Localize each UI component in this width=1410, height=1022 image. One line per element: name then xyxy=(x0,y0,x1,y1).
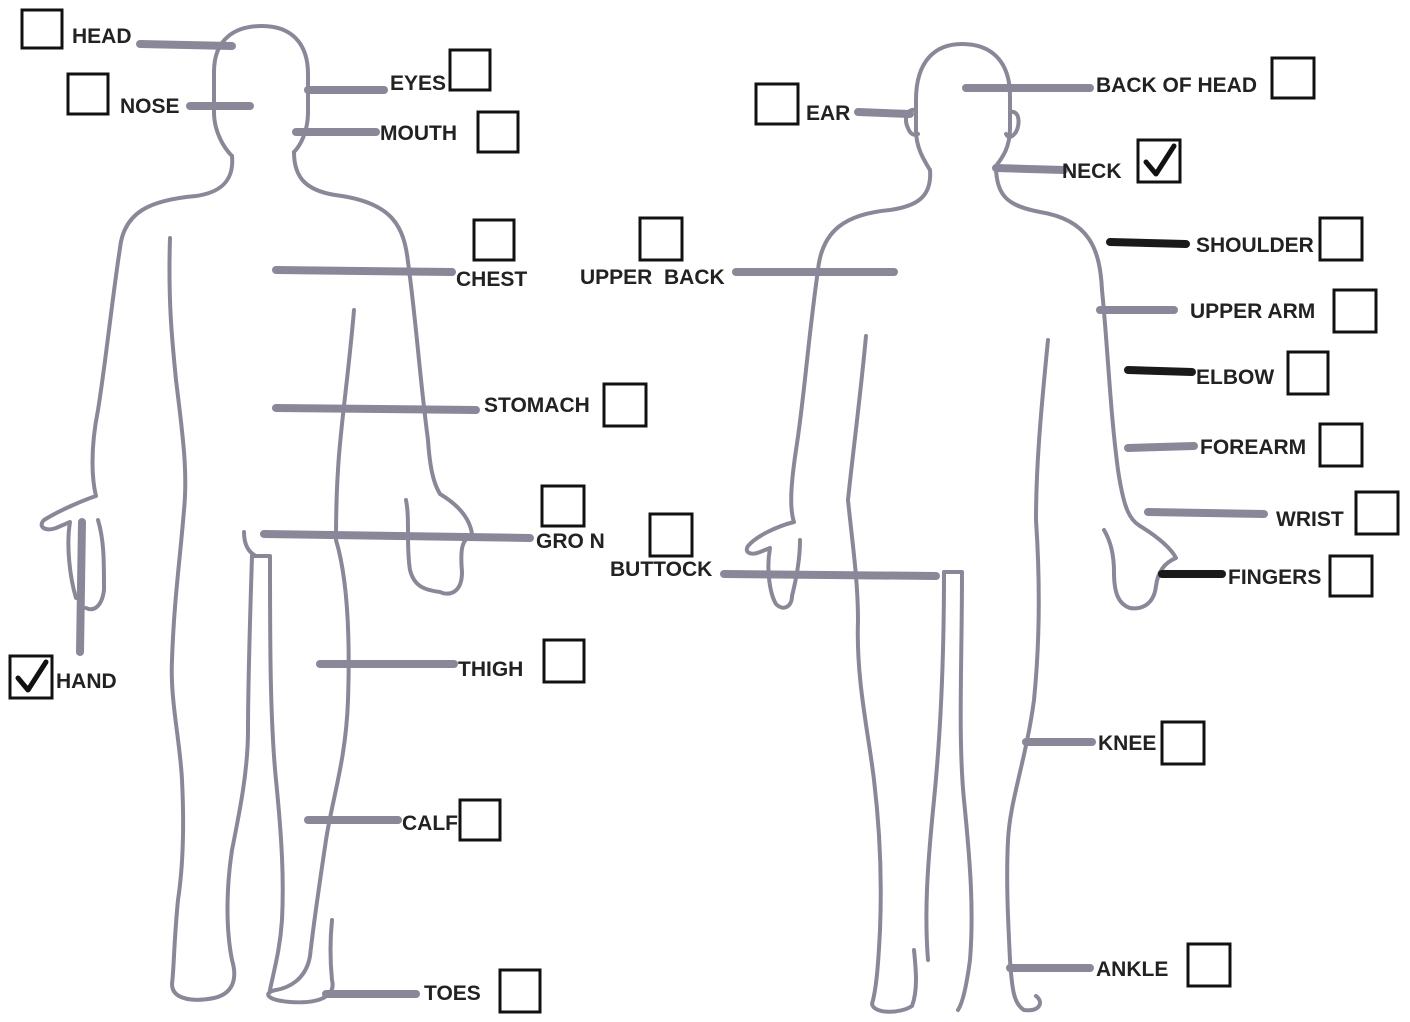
upper-back-checkbox[interactable] xyxy=(638,216,684,262)
fingers-checkbox[interactable] xyxy=(1328,554,1374,598)
shoulder-checkbox[interactable] xyxy=(1318,216,1364,262)
toes-checkbox[interactable] xyxy=(498,968,542,1014)
groin-label: GRO N xyxy=(536,530,605,553)
thigh-checkbox[interactable] xyxy=(542,638,586,684)
groin-checkbox[interactable] xyxy=(540,484,586,528)
wrist-checkbox[interactable] xyxy=(1354,490,1400,536)
head-leader xyxy=(136,40,236,50)
buttock-label: BUTTOCK xyxy=(610,558,712,581)
shoulder-leader xyxy=(1106,238,1190,248)
elbow-checkbox[interactable] xyxy=(1286,350,1330,396)
mouth-label: MOUTH xyxy=(380,122,457,145)
wrist-label: WRIST xyxy=(1276,508,1344,531)
upper-arm-checkbox[interactable] xyxy=(1332,288,1378,334)
forearm-leader xyxy=(1124,442,1198,452)
neck-leader xyxy=(992,164,1068,174)
back-body-outline xyxy=(744,42,1178,1014)
leader-lines xyxy=(76,40,1268,998)
hand-checkmark xyxy=(15,659,49,693)
chest-checkbox[interactable] xyxy=(472,218,516,262)
toes-label: TOES xyxy=(424,982,481,1005)
eyes-checkbox[interactable] xyxy=(448,48,492,92)
neck-checkmark xyxy=(1143,143,1177,177)
ear-label: EAR xyxy=(806,102,850,125)
elbow-label: ELBOW xyxy=(1196,366,1274,389)
forearm-checkbox[interactable] xyxy=(1318,422,1364,468)
hand-label: HAND xyxy=(56,670,117,693)
knee-label: KNEE xyxy=(1098,732,1156,755)
chest-leader xyxy=(272,266,456,276)
calf-label: CALF xyxy=(402,812,458,835)
nose-label: NOSE xyxy=(120,95,180,118)
ankle-label: ANKLE xyxy=(1096,958,1168,981)
stomach-checkbox[interactable] xyxy=(602,382,648,428)
front-body-outline xyxy=(39,24,474,1005)
wrist-leader xyxy=(1144,508,1268,518)
ear-checkbox[interactable] xyxy=(754,82,800,126)
front-labels: HEAD NOSE EYES MOUTH CHEST STOMACH GRO N… xyxy=(8,8,648,1014)
back-of-head-label: BACK OF HEAD xyxy=(1096,74,1257,97)
head-checkbox[interactable] xyxy=(20,8,64,50)
upper-back-label: UPPER BACK xyxy=(580,266,725,289)
knee-checkbox[interactable] xyxy=(1160,720,1206,766)
elbow-leader xyxy=(1124,366,1196,376)
forearm-label: FOREARM xyxy=(1200,436,1306,459)
fingers-label: FINGERS xyxy=(1228,566,1321,589)
stomach-label: STOMACH xyxy=(484,394,590,417)
buttock-leader xyxy=(720,570,940,580)
thigh-label: THIGH xyxy=(458,658,523,681)
stomach-leader xyxy=(272,404,480,414)
shoulder-label: SHOULDER xyxy=(1196,234,1314,257)
back-of-head-checkbox[interactable] xyxy=(1270,56,1316,100)
neck-label: NECK xyxy=(1062,160,1122,183)
eyes-label: EYES xyxy=(390,72,446,95)
chest-label: CHEST xyxy=(456,268,527,291)
nose-checkbox[interactable] xyxy=(66,72,110,116)
buttock-checkbox[interactable] xyxy=(648,512,694,558)
back-labels: EAR BACK OF HEAD NECK UPPER BACK SHOULDE… xyxy=(580,56,1400,988)
ankle-checkbox[interactable] xyxy=(1186,942,1232,988)
hand-leader xyxy=(76,518,86,656)
upper-arm-label: UPPER ARM xyxy=(1190,300,1315,323)
head-label: HEAD xyxy=(72,25,132,48)
ear-leader xyxy=(854,108,914,118)
groin-leader xyxy=(260,530,534,542)
mouth-checkbox[interactable] xyxy=(476,110,520,154)
calf-checkbox[interactable] xyxy=(458,798,502,842)
